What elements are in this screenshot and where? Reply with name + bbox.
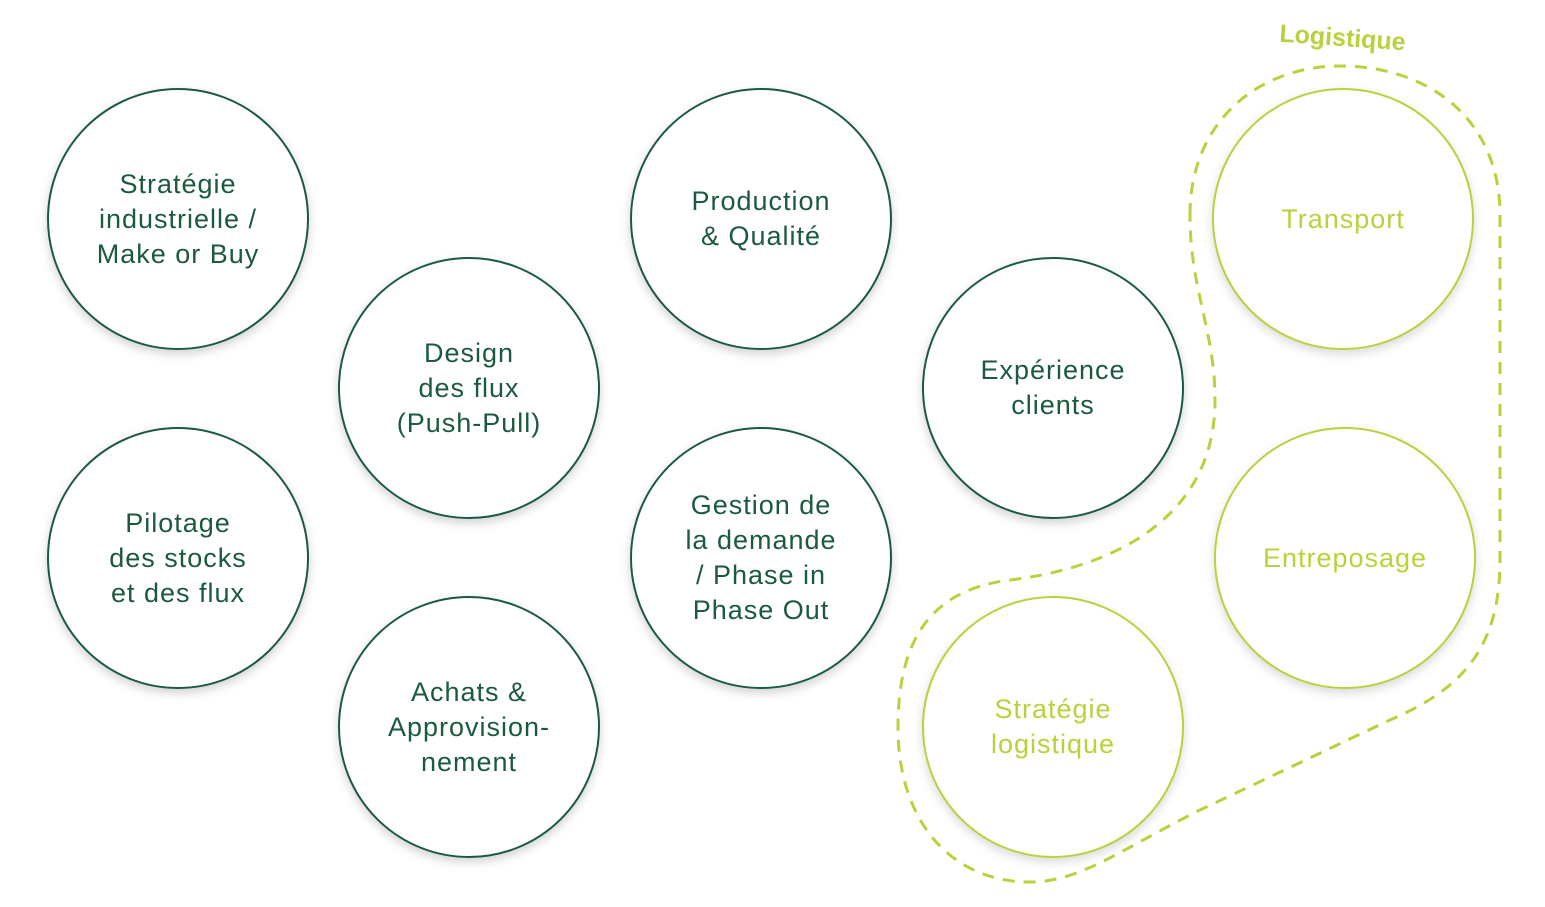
circle-strategie-industrielle[interactable]: Stratégie industrielle / Make or Buy xyxy=(47,88,309,350)
circle-label: Gestion de la demande / Phase in Phase O… xyxy=(685,490,837,625)
circle-label: Design des flux (Push-Pull) xyxy=(396,337,542,438)
circle-label: Transport xyxy=(1281,203,1405,234)
circle-experience-clients[interactable]: Expérience clients xyxy=(922,257,1184,519)
group-label: Logistique xyxy=(1279,20,1407,57)
circle-achats[interactable]: Achats & Approvision- nement xyxy=(338,596,600,858)
circle-label: Stratégie logistique xyxy=(990,694,1116,759)
circle-label: Production & Qualité xyxy=(691,186,831,251)
circle-transport[interactable]: Transport xyxy=(1212,88,1474,350)
dashed-boundary xyxy=(896,64,1502,884)
circle-label: Pilotage des stocks et des flux xyxy=(109,507,247,608)
circle-label: Expérience clients xyxy=(980,355,1126,420)
circle-entreposage[interactable]: Entreposage xyxy=(1214,427,1476,689)
circle-production-qualite[interactable]: Production & Qualité xyxy=(630,88,892,350)
circle-pilotage-stocks[interactable]: Pilotage des stocks et des flux xyxy=(47,427,309,689)
circle-design-flux[interactable]: Design des flux (Push-Pull) xyxy=(338,257,600,519)
circle-strategie-logistique[interactable]: Stratégie logistique xyxy=(922,596,1184,858)
circle-label: Stratégie industrielle / Make or Buy xyxy=(96,168,260,269)
circle-gestion-demande[interactable]: Gestion de la demande / Phase in Phase O… xyxy=(630,427,892,689)
circle-label: Achats & Approvision- nement xyxy=(387,676,551,777)
circle-label: Entreposage xyxy=(1262,542,1428,573)
